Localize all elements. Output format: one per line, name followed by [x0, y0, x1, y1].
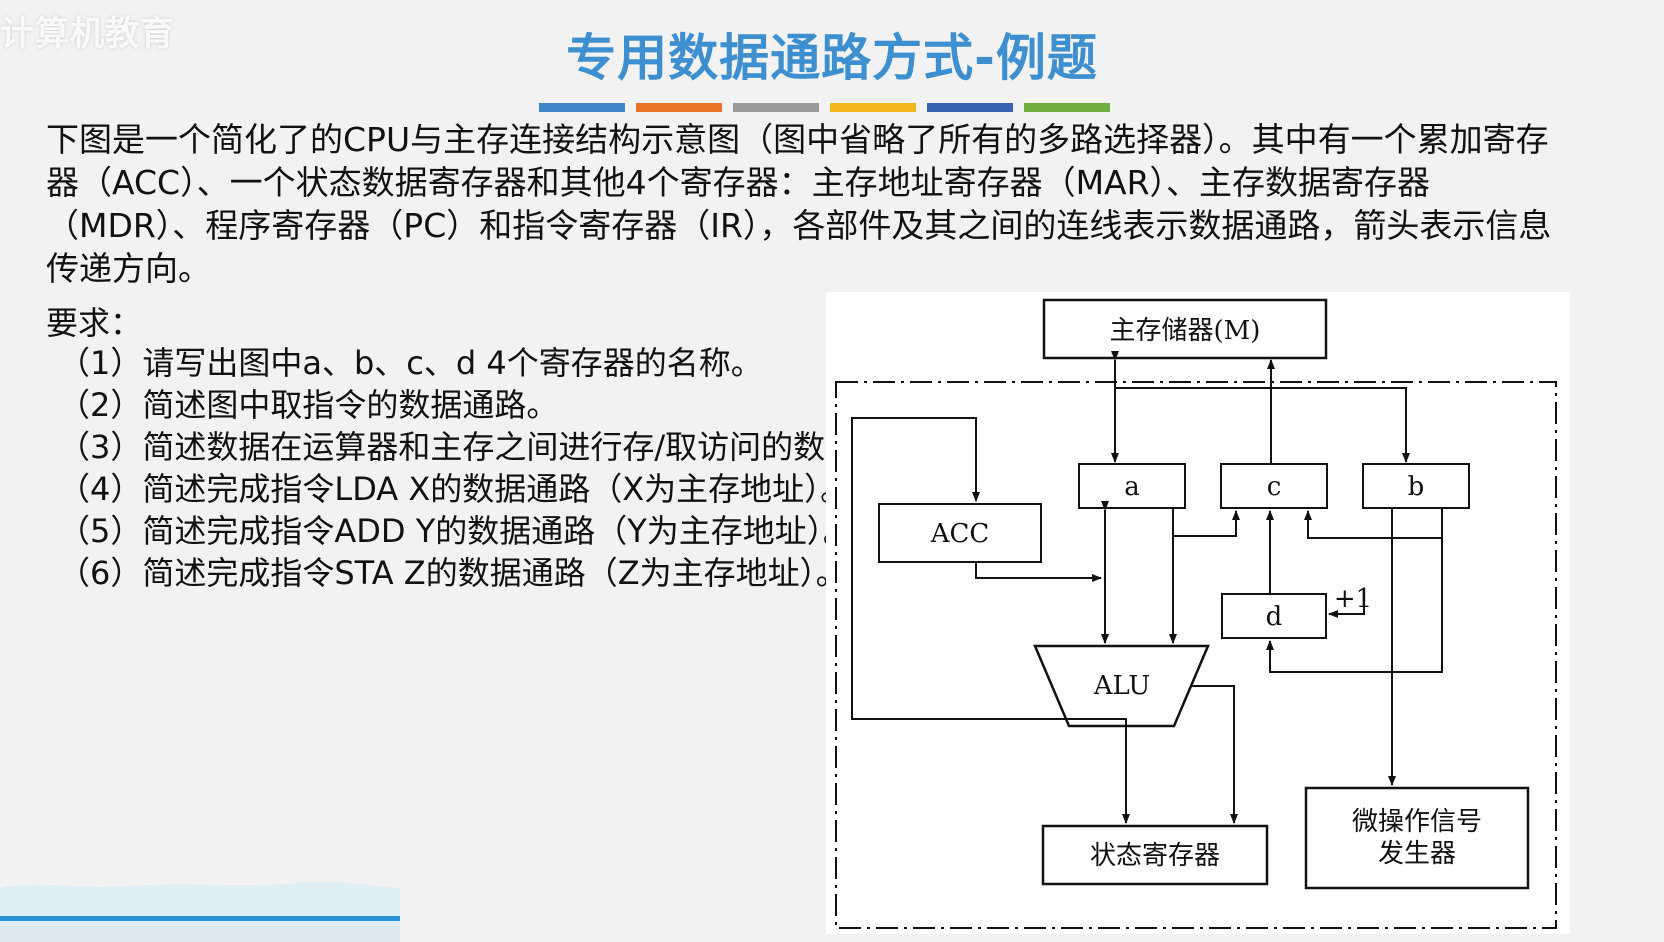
- register-a-box: [1078, 463, 1186, 509]
- requirement-6: （6）简述完成指令STA Z的数据通路（Z为主存地址）。: [58, 554, 832, 592]
- color-bar-5: [927, 103, 1013, 112]
- plus-one-label: +1: [1334, 584, 1372, 614]
- datapath-wires: [851, 351, 1443, 824]
- acc-box: [878, 503, 1042, 563]
- cpu-datapath-diagram: 主存储器(M) a c b ACC d +1 ALU 状态寄存器 微操作信号 发…: [835, 298, 1557, 929]
- register-d-box: [1221, 593, 1327, 639]
- requirement-5: （5）简述完成指令ADD Y的数据通路（Y为主存地址）。: [58, 512, 832, 550]
- requirement-1: （1）请写出图中a、b、c、d 4个寄存器的名称。: [58, 344, 763, 382]
- register-a-label: a: [1124, 472, 1140, 502]
- register-b-label: b: [1408, 472, 1425, 502]
- cpu-boundary: [835, 381, 1557, 929]
- alu-shape: [1033, 644, 1210, 728]
- alu-label: ALU: [1093, 671, 1151, 701]
- status-register-label: 状态寄存器: [1090, 841, 1220, 871]
- slide-title: 专用数据通路方式-例题: [566, 29, 1098, 87]
- decorative-wave: [0, 882, 400, 942]
- requirement-3: （3）简述数据在运算器和主存之间进行存/取访问的数据通路。: [58, 428, 832, 466]
- status-register-box: [1041, 824, 1269, 886]
- watermark: 计算机教育: [0, 14, 175, 54]
- requirement-4: （4）简述完成指令LDA X的数据通路（X为主存地址）。: [58, 470, 832, 508]
- requirement-2: （2）简述图中取指令的数据通路。: [58, 386, 559, 424]
- color-bar-1: [539, 103, 625, 112]
- acc-label: ACC: [930, 519, 990, 549]
- register-b-box: [1362, 463, 1470, 509]
- main-memory-label: 主存储器(M): [1110, 316, 1261, 346]
- title-underline-bars: [539, 103, 1110, 112]
- register-c-box: [1220, 463, 1328, 509]
- color-bar-6: [1024, 103, 1110, 112]
- register-d-label: d: [1266, 602, 1283, 632]
- problem-statement: 下图是一个简化了的CPU与主存连接结构示意图（图中省略了所有的多路选择器）。其中…: [46, 120, 1552, 288]
- requirements-heading: 要求：: [46, 304, 143, 342]
- micro-op-generator-line2: 发生器: [1378, 839, 1456, 869]
- color-bar-3: [733, 103, 819, 112]
- micro-op-generator-line1: 微操作信号: [1352, 807, 1482, 837]
- color-bar-2: [636, 103, 722, 112]
- main-memory-box: [1042, 298, 1328, 360]
- micro-op-generator-box: [1304, 786, 1530, 890]
- color-bar-4: [830, 103, 916, 112]
- requirements-clip: 要求： （1）请写出图中a、b、c、d 4个寄存器的名称。 （2）简述图中取指令…: [46, 304, 832, 592]
- register-c-label: c: [1267, 472, 1282, 502]
